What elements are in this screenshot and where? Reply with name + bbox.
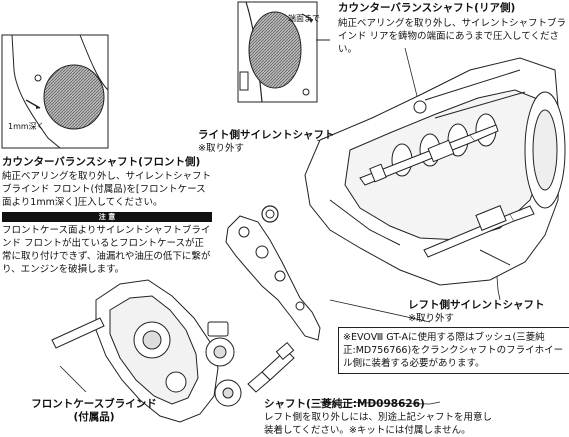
rear-ring — [413, 100, 427, 114]
front-blind-title: フロントケースブラインド — [31, 398, 157, 410]
front-shaft-body: 純正ベアリングを取り外し、サイレントシャフトブラインド フロント(付属品)を[フ… — [2, 171, 212, 208]
left-shaft-note: ※取り外す — [408, 313, 454, 324]
right-shaft-title: ライト側サイレントシャフト — [198, 129, 335, 141]
front-inset-drawing — [1, 34, 109, 149]
inset-top-label: 端面まで — [288, 14, 320, 23]
front-blind-sub: (付属品) — [73, 411, 115, 423]
left-shaft-title: レフト側サイレントシャフト — [408, 299, 545, 311]
shaft-part-title: シャフト(三菱純正:MD098626) — [264, 398, 425, 410]
gasket — [225, 215, 321, 341]
rear-inset-drawing — [237, 1, 330, 103]
right-shaft-note: ※取り外す — [198, 143, 244, 154]
inset-left-label: 1mm深く — [8, 122, 45, 131]
evo-note-box: ※EVOⅧ GT-Aに使用する際はブッシュ(三菱純正:MD756766)をクラン… — [338, 327, 569, 374]
front-case — [95, 279, 219, 423]
shaft-part-callout: シャフト(三菱純正:MD098626) レフト側を取り外しには、別途上記シャフト… — [264, 398, 496, 437]
left-silent-shaft — [423, 205, 535, 258]
shaft-part — [247, 341, 295, 393]
right-shaft-callout: ライト側サイレントシャフト ※取り外す — [198, 129, 335, 155]
rear-shaft-callout: カウンターバランスシャフト(リア側) 純正ベアリングを取り外し、サイレントシャフ… — [338, 2, 566, 56]
front-ring-piece — [261, 205, 279, 223]
caution-header: 注 意 — [2, 212, 212, 222]
evo-note-body: ※EVOⅧ GT-Aに使用する際はブッシュ(三菱純正:MD756766)をクラン… — [343, 332, 564, 369]
caution-body: フロントケース面よりサイレントシャフトブラインド フロントが出ているとフロントケ… — [2, 225, 211, 275]
front-shaft-title: カウンターバランスシャフト(フロント側) — [2, 156, 201, 168]
rear-shaft-body: 純正ベアリングを取り外し、サイレントシャフトブラインド リアを鋳物の端面にあうま… — [338, 18, 567, 55]
front-shaft-callout: カウンターバランスシャフト(フロント側) 純正ベアリングを取り外し、サイレントシ… — [2, 156, 212, 209]
front-blind-callout: フロントケースブラインド (付属品) — [28, 398, 160, 424]
shaft-part-body: レフト側を取り外しには、別途上記シャフトを用意し装着してください。※キットには付… — [264, 412, 493, 436]
right-silent-shaft — [359, 124, 499, 186]
gears — [205, 321, 242, 407]
left-shaft-callout: レフト側サイレントシャフト ※取り外す — [408, 299, 545, 325]
rear-shaft-title: カウンターバランスシャフト(リア側) — [338, 2, 516, 14]
front-blind-plug — [51, 317, 105, 349]
caution-box: 注 意 フロントケース面よりサイレントシャフトブラインド フロントが出ているとフ… — [2, 212, 212, 276]
